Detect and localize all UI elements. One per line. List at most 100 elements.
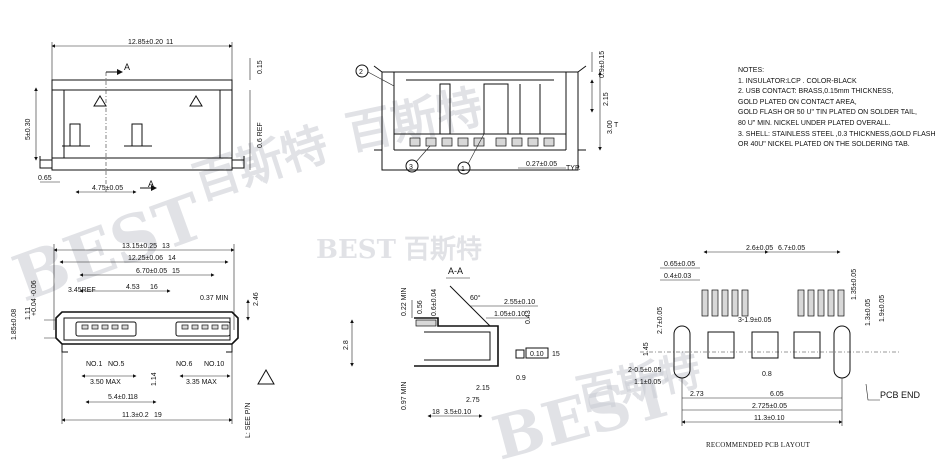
- front-no6: NO.6: [176, 361, 192, 368]
- section-aa: A-A 0.22 MIN 0.56 0.6±0.04 60° 2.55±0.10…: [343, 266, 560, 418]
- front-mid-h: 1.14: [151, 372, 158, 386]
- aa-d255: 2.55±0.10: [504, 299, 535, 306]
- svg-text:百斯特: 百斯特: [341, 79, 487, 161]
- pcb-d065: 0.65±0.05: [664, 261, 695, 268]
- pcb-d113: 11.3±0.10: [754, 415, 785, 422]
- aa-d60: 0.6±0.04: [431, 289, 438, 316]
- pcb-d08: 0.8: [762, 371, 772, 378]
- front-contacts-left: [81, 324, 129, 330]
- aa-min1: 0.22 MIN: [401, 288, 408, 316]
- notes-line: GOLD PLATED ON CONTACT AREA,: [738, 98, 857, 106]
- dim-overall-tag: 11: [166, 39, 173, 46]
- svg-text:18: 18: [130, 394, 138, 401]
- side-view: 2 3 1 0.9±0.15 2.15 3.00 T 0.27±0.05 TYP…: [355, 51, 619, 175]
- front-no10: NO.10: [204, 361, 224, 368]
- notes-line: 2. USB CONTACT: BRASS,0.15mm THICKNESS,: [738, 88, 894, 96]
- side-dim-top: 0.9±0.15: [599, 51, 606, 78]
- aa-d35: 3.5±0.10: [444, 409, 471, 416]
- svg-text:百斯特: 百斯特: [404, 234, 482, 265]
- dim-height-left: 5±0.30: [25, 119, 32, 140]
- side-dim-pitch-suffix: TYP.: [566, 165, 581, 172]
- dim-left-bottom: 0.65: [38, 175, 52, 182]
- pcb-d27: 2.7±0.05: [657, 307, 664, 334]
- svg-text:15: 15: [172, 268, 180, 275]
- pcb-d19: 1.9±0.05: [879, 295, 886, 322]
- front-left-h1: 1.85±0.08: [11, 309, 18, 340]
- front-pn: L: SEE P/N: [245, 403, 252, 438]
- aa-d275: 2.75: [466, 397, 480, 404]
- pcb-d26: 2.6±0.05: [746, 245, 773, 252]
- section-a-top: A: [124, 62, 130, 72]
- pcb-d2725: 2.725±0.05: [752, 403, 787, 410]
- pcb-pads-right: [797, 289, 845, 317]
- side-dim-total: 3.00: [607, 120, 614, 134]
- front-ref: 3.45REF: [68, 287, 96, 294]
- front-d3: 6.70±0.05: [136, 268, 167, 275]
- notes-line: GOLD FLASH OR 50 U" TIN PLATED ON SOLDER…: [738, 109, 917, 117]
- svg-text:15: 15: [552, 351, 560, 358]
- callout-2: 2: [359, 69, 363, 76]
- svg-text:14: 14: [168, 255, 176, 262]
- aa-d105: 1.05±0.10: [494, 311, 525, 318]
- aa-d097: 0.97 MIN: [401, 382, 408, 410]
- side-dim-pitch: 0.27±0.05: [526, 161, 557, 168]
- section-a-bottom: A: [148, 179, 154, 189]
- front-contacts-right: [181, 324, 229, 330]
- svg-text:+0.04 -0.06: +0.04 -0.06: [31, 280, 38, 316]
- front-no1: NO.1: [86, 361, 102, 368]
- svg-text:BEST: BEST: [316, 235, 397, 265]
- front-min: 0.37 MIN: [200, 295, 228, 302]
- svg-text:19: 19: [154, 412, 162, 419]
- aa-d43: 0.43: [525, 310, 532, 324]
- pcb-d3x19: 3-1.9±0.05: [738, 317, 772, 324]
- dim-pitch: 4.75±0.05: [92, 185, 123, 192]
- pcb-d13: 1.3±0.05: [865, 299, 872, 326]
- pcb-d135: 1.35±0.05: [851, 269, 858, 300]
- pcb-end-label: PCB END: [880, 390, 921, 400]
- side-pins: [409, 137, 555, 147]
- front-max-left: 3.50 MAX: [90, 379, 121, 386]
- front-d54: 5.4±0.1: [108, 394, 131, 401]
- front-d2: 12.25±0.06: [128, 255, 163, 262]
- front-left-h2: 1.11: [25, 307, 32, 320]
- side-dim-total-tag: T: [614, 122, 619, 129]
- notes-line: 3. SHELL: STAINLESS STEEL ,0.3 THICKNESS…: [738, 130, 936, 138]
- pcb-layout: 2.6±0.05 6.7±0.05 0.65±0.05 0.4±0.03 1.3…: [628, 245, 921, 426]
- callout-1: 1: [461, 166, 465, 173]
- notes-line: 80 U" MIN. NICKEL UNDER PLATED OVERALL.: [738, 119, 891, 127]
- pcb-d11: 1.1±0.05: [634, 379, 661, 386]
- notes-line: 1. INSULATOR:LCP . COLOR-BLACK: [738, 77, 857, 85]
- section-aa-title: A-A: [448, 266, 463, 276]
- svg-text:18: 18: [432, 409, 440, 416]
- front-d1: 13.15±0.25: [122, 243, 157, 250]
- svg-text:16: 16: [150, 284, 158, 291]
- front-max-right: 3.35 MAX: [186, 379, 217, 386]
- callout-3: 3: [409, 164, 413, 171]
- front-right-h: 2.46: [253, 292, 260, 306]
- aa-angle: 60°: [470, 294, 481, 302]
- notes-block: NOTES: 1. INSULATOR:LCP . COLOR-BLACK 2.…: [738, 66, 936, 151]
- pcb-d2x05: 2-0.5±0.05: [628, 367, 662, 374]
- dim-right-top: 0.15: [257, 60, 264, 74]
- notes-title: NOTES:: [738, 67, 765, 74]
- pcb-d145: 1.45: [643, 342, 650, 356]
- front-d4: 4.53: [126, 284, 140, 291]
- notes-line: OR 40U" NICKEL PLATED ON THE SOLDERING T…: [738, 141, 910, 149]
- aa-d28: 2.8: [343, 340, 350, 350]
- dim-overall: 12.85±0.20: [128, 39, 163, 46]
- top-view: 12.85±0.20 11 A A 5±0.30 0.15 0.6 REF: [25, 39, 264, 194]
- dim-right-ref: 0.6 REF: [257, 122, 264, 148]
- front-no5: NO.5: [108, 361, 124, 368]
- svg-text:13: 13: [162, 243, 170, 250]
- pcb-pads-left: [701, 289, 749, 317]
- front-view: 13.15±0.25 13 12.25±0.06 14 6.70±0.05 15…: [11, 243, 275, 438]
- aa-d215: 2.15: [476, 385, 490, 392]
- watermark: BEST 百斯特 BEST 百斯特 百斯特 BEST 百斯特: [4, 79, 706, 466]
- pcb-d605: 6.05: [770, 391, 784, 398]
- pcb-d67: 6.7±0.05: [778, 245, 805, 252]
- pcb-d04: 0.4±0.03: [664, 273, 691, 280]
- side-dim-mid: 2.15: [603, 92, 610, 106]
- pcb-d273: 2.73: [690, 391, 704, 398]
- aa-d09: 0.9: [516, 375, 526, 382]
